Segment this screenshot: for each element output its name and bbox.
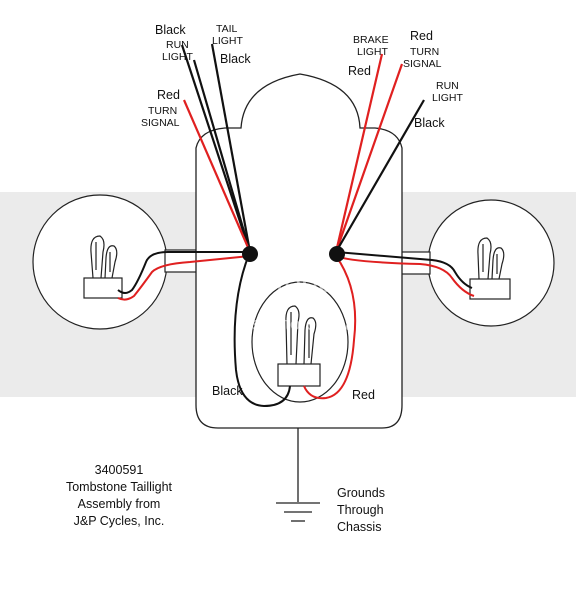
- left-run-wire: [192, 59, 252, 253]
- ground-symbol: [276, 428, 320, 522]
- tail-light-wire: [210, 43, 252, 253]
- left-lamp-red-wire: [117, 255, 251, 301]
- label-black-top-left: Black: [155, 23, 186, 37]
- right-lamp: [394, 199, 555, 327]
- label-brake-light-2: LIGHT: [357, 46, 389, 58]
- tombstone-housing: [195, 73, 403, 429]
- right-turn-red-wire: [334, 63, 404, 253]
- label-black-right: Black: [414, 116, 445, 130]
- label-grounds-1: Grounds: [337, 486, 385, 500]
- label-turn-signal-right-2: SIGNAL: [403, 58, 442, 70]
- left-red-wire: [182, 99, 252, 253]
- label-turn-signal-left-2: SIGNAL: [141, 117, 180, 129]
- label-red-brake: Red: [348, 64, 371, 78]
- brake-light-wire: [334, 53, 384, 253]
- label-brake-light-1: BRAKE: [353, 34, 389, 46]
- label-run-light-right-2: LIGHT: [432, 92, 464, 104]
- label-tail-light-1: TAIL: [216, 23, 238, 35]
- label-run-light-left-1: RUN: [166, 39, 189, 51]
- label-red-left: Red: [157, 88, 180, 102]
- left-junction-dot: [242, 246, 258, 262]
- right-lamp-black-wire: [335, 251, 473, 289]
- label-red-top-right: Red: [410, 29, 433, 43]
- caption-line-3: Assembly from: [78, 497, 161, 511]
- label-run-light-left-2: LIGHT: [162, 51, 194, 63]
- label-tail-light-2: LIGHT: [212, 35, 244, 47]
- label-grounds-2: Through: [337, 503, 384, 517]
- left-lamp-black-wire: [117, 251, 250, 294]
- right-run-black-wire: [335, 99, 425, 253]
- left-wire-bundle: [180, 43, 252, 253]
- label-red-bottom: Red: [352, 388, 375, 402]
- center-bulb: [251, 281, 349, 403]
- label-run-light-right-1: RUN: [436, 80, 459, 92]
- right-lamp-red-wire: [335, 255, 475, 297]
- left-black-wire: [180, 44, 252, 253]
- label-grounds-3: Chassis: [337, 520, 381, 534]
- label-turn-signal-right-1: TURN: [410, 46, 439, 58]
- center-red-wire: [303, 255, 357, 400]
- watermark-brand: photobucket: [226, 266, 390, 299]
- caption-line-4: J&P Cycles, Inc.: [74, 514, 165, 528]
- label-black-mid-left: Black: [220, 52, 251, 66]
- center-black-wire: [233, 251, 291, 408]
- watermark-tagline: host. store. share.: [232, 314, 376, 334]
- caption-part-number: 3400591: [95, 463, 144, 477]
- caption-line-2: Tombstone Taillight: [66, 480, 173, 494]
- label-turn-signal-left-1: TURN: [148, 105, 177, 117]
- label-black-bottom: Black: [212, 384, 243, 398]
- right-wire-bundle: [334, 53, 425, 253]
- right-junction-dot: [329, 246, 345, 262]
